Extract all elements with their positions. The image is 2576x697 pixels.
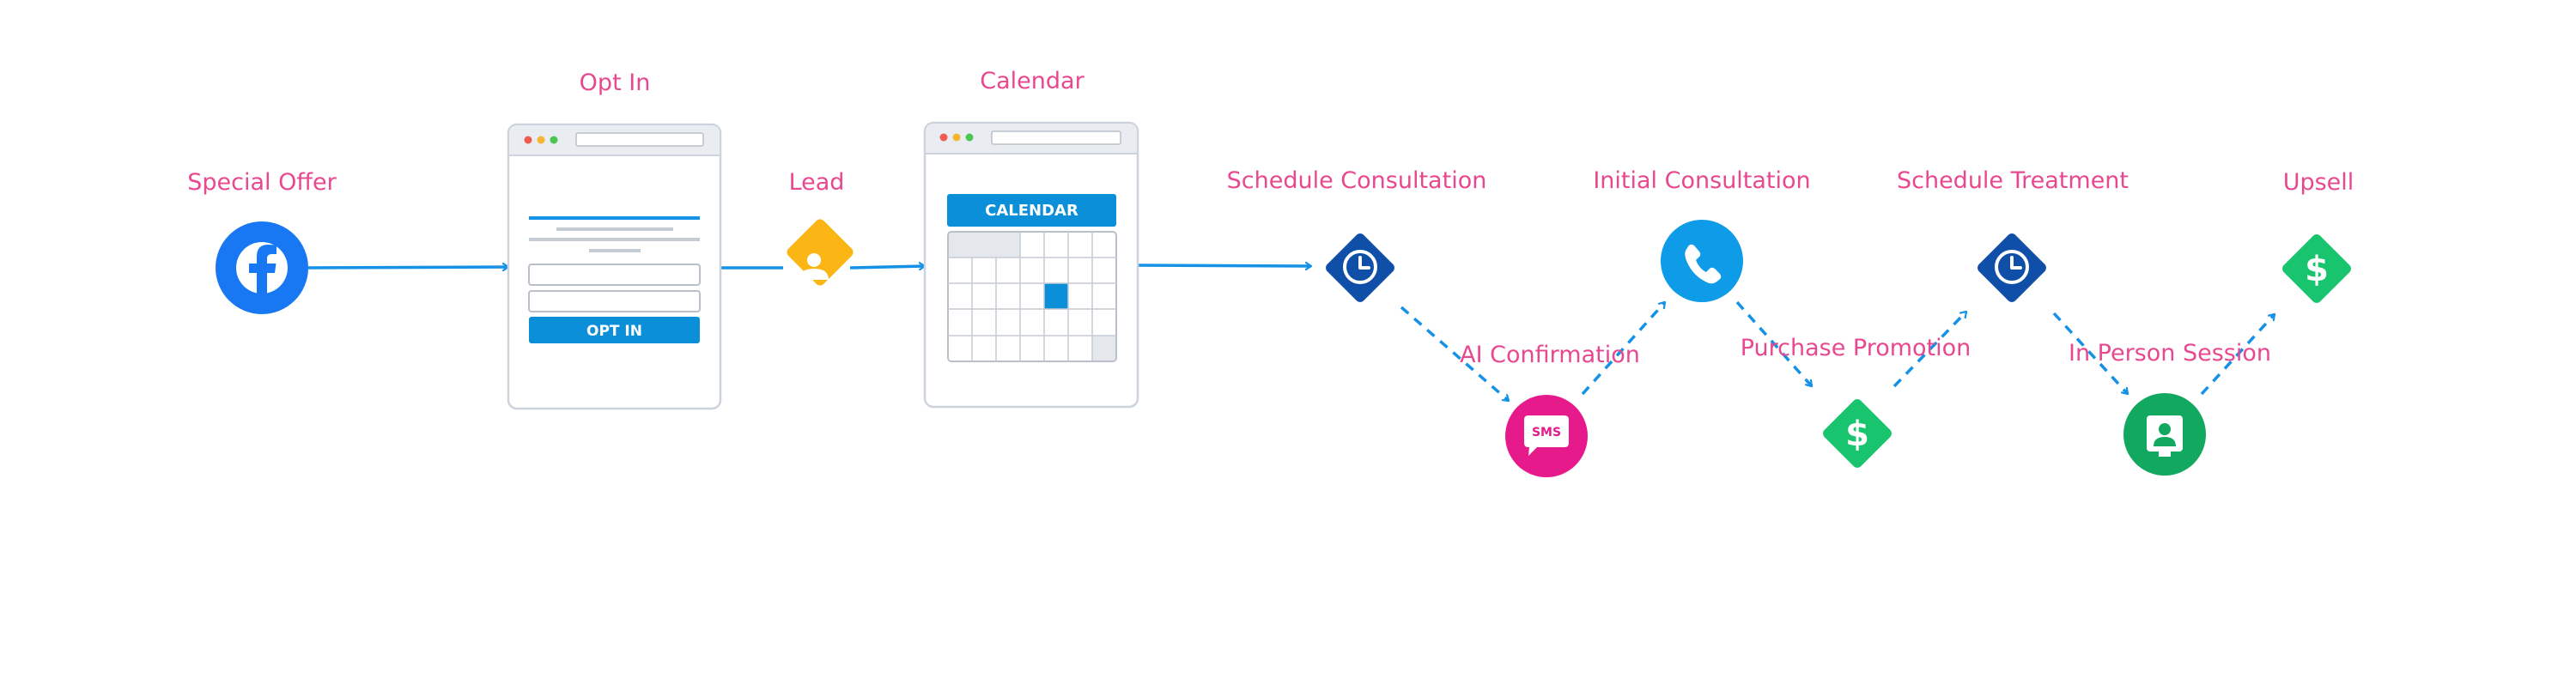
address-bar [575, 132, 704, 147]
label-special-offer: Special Offer [187, 169, 337, 196]
node-labels: Special Offer Opt In Lead Calendar Sched… [187, 68, 2354, 368]
upsell-node: $ [2282, 234, 2351, 303]
clock-icon [1343, 250, 1377, 284]
calendar-grid [947, 231, 1117, 362]
schedule-treatment-node [1978, 233, 2046, 302]
in-person-session-node [2123, 393, 2206, 476]
label-purchase-promotion: Purchase Promotion [1741, 335, 1971, 361]
schedule-consultation-node [1326, 233, 1394, 302]
dollar-icon: $ [2305, 250, 2329, 289]
arrow-dollar-to-treatment [1893, 310, 1968, 388]
label-opt-in: Opt In [580, 70, 651, 96]
email-input-field [528, 290, 701, 312]
ai-confirmation-node: SMS [1505, 395, 1588, 477]
label-upsell: Upsell [2283, 169, 2354, 196]
arrow-calendar-to-schedule [1137, 265, 1311, 266]
window-minimize-dot [952, 133, 961, 142]
arrow-schedule-to-sms [1400, 306, 1510, 403]
arrow-treatment-to-session [2052, 312, 2129, 396]
label-calendar: Calendar [980, 68, 1084, 94]
opt-in-page: OPT IN [507, 123, 722, 410]
window-close-dot [524, 136, 532, 144]
label-schedule-treatment: Schedule Treatment [1897, 167, 2129, 194]
label-ai-confirmation: AI Confirmation [1460, 342, 1640, 368]
person-icon [799, 253, 829, 280]
facebook-icon [236, 242, 288, 296]
calendar-header [947, 194, 1116, 227]
name-input-field [528, 264, 701, 286]
arrow-special-offer-to-opt-in [306, 267, 508, 268]
address-bar [991, 130, 1121, 145]
label-in-person-session: In Person Session [2069, 340, 2271, 367]
lead-node [787, 219, 854, 286]
connectors [306, 265, 2276, 403]
purchase-promotion-node: $ [1823, 399, 1892, 468]
initial-consultation-node [1661, 220, 1743, 302]
arrow-phone-to-dollar [1735, 300, 1814, 388]
calendar-header-label: CALENDAR [985, 202, 1078, 220]
arrow-sms-to-phone [1581, 300, 1667, 396]
calendar-page: CALENDAR [923, 121, 1139, 409]
window-maximize-dot [550, 136, 558, 144]
window-maximize-dot [965, 133, 974, 142]
clock-icon [1995, 250, 2029, 284]
label-schedule-consultation: Schedule Consultation [1227, 167, 1487, 194]
arrow-lead-to-calendar [849, 266, 925, 268]
sms-icon: SMS [1524, 415, 1569, 456]
label-lead: Lead [789, 169, 845, 196]
window-close-dot [939, 133, 948, 142]
phone-icon [1685, 244, 1722, 284]
opt-in-button [529, 317, 700, 343]
arrow-session-to-upsell [2200, 312, 2276, 396]
dollar-icon: $ [1845, 415, 1869, 454]
opt-in-button-label: OPT IN [586, 323, 642, 340]
window-minimize-dot [537, 136, 545, 144]
svg-text:SMS: SMS [1532, 426, 1561, 439]
label-initial-consultation: Initial Consultation [1593, 167, 1810, 194]
contact-card-icon [2147, 415, 2183, 457]
special-offer-node [216, 221, 308, 314]
